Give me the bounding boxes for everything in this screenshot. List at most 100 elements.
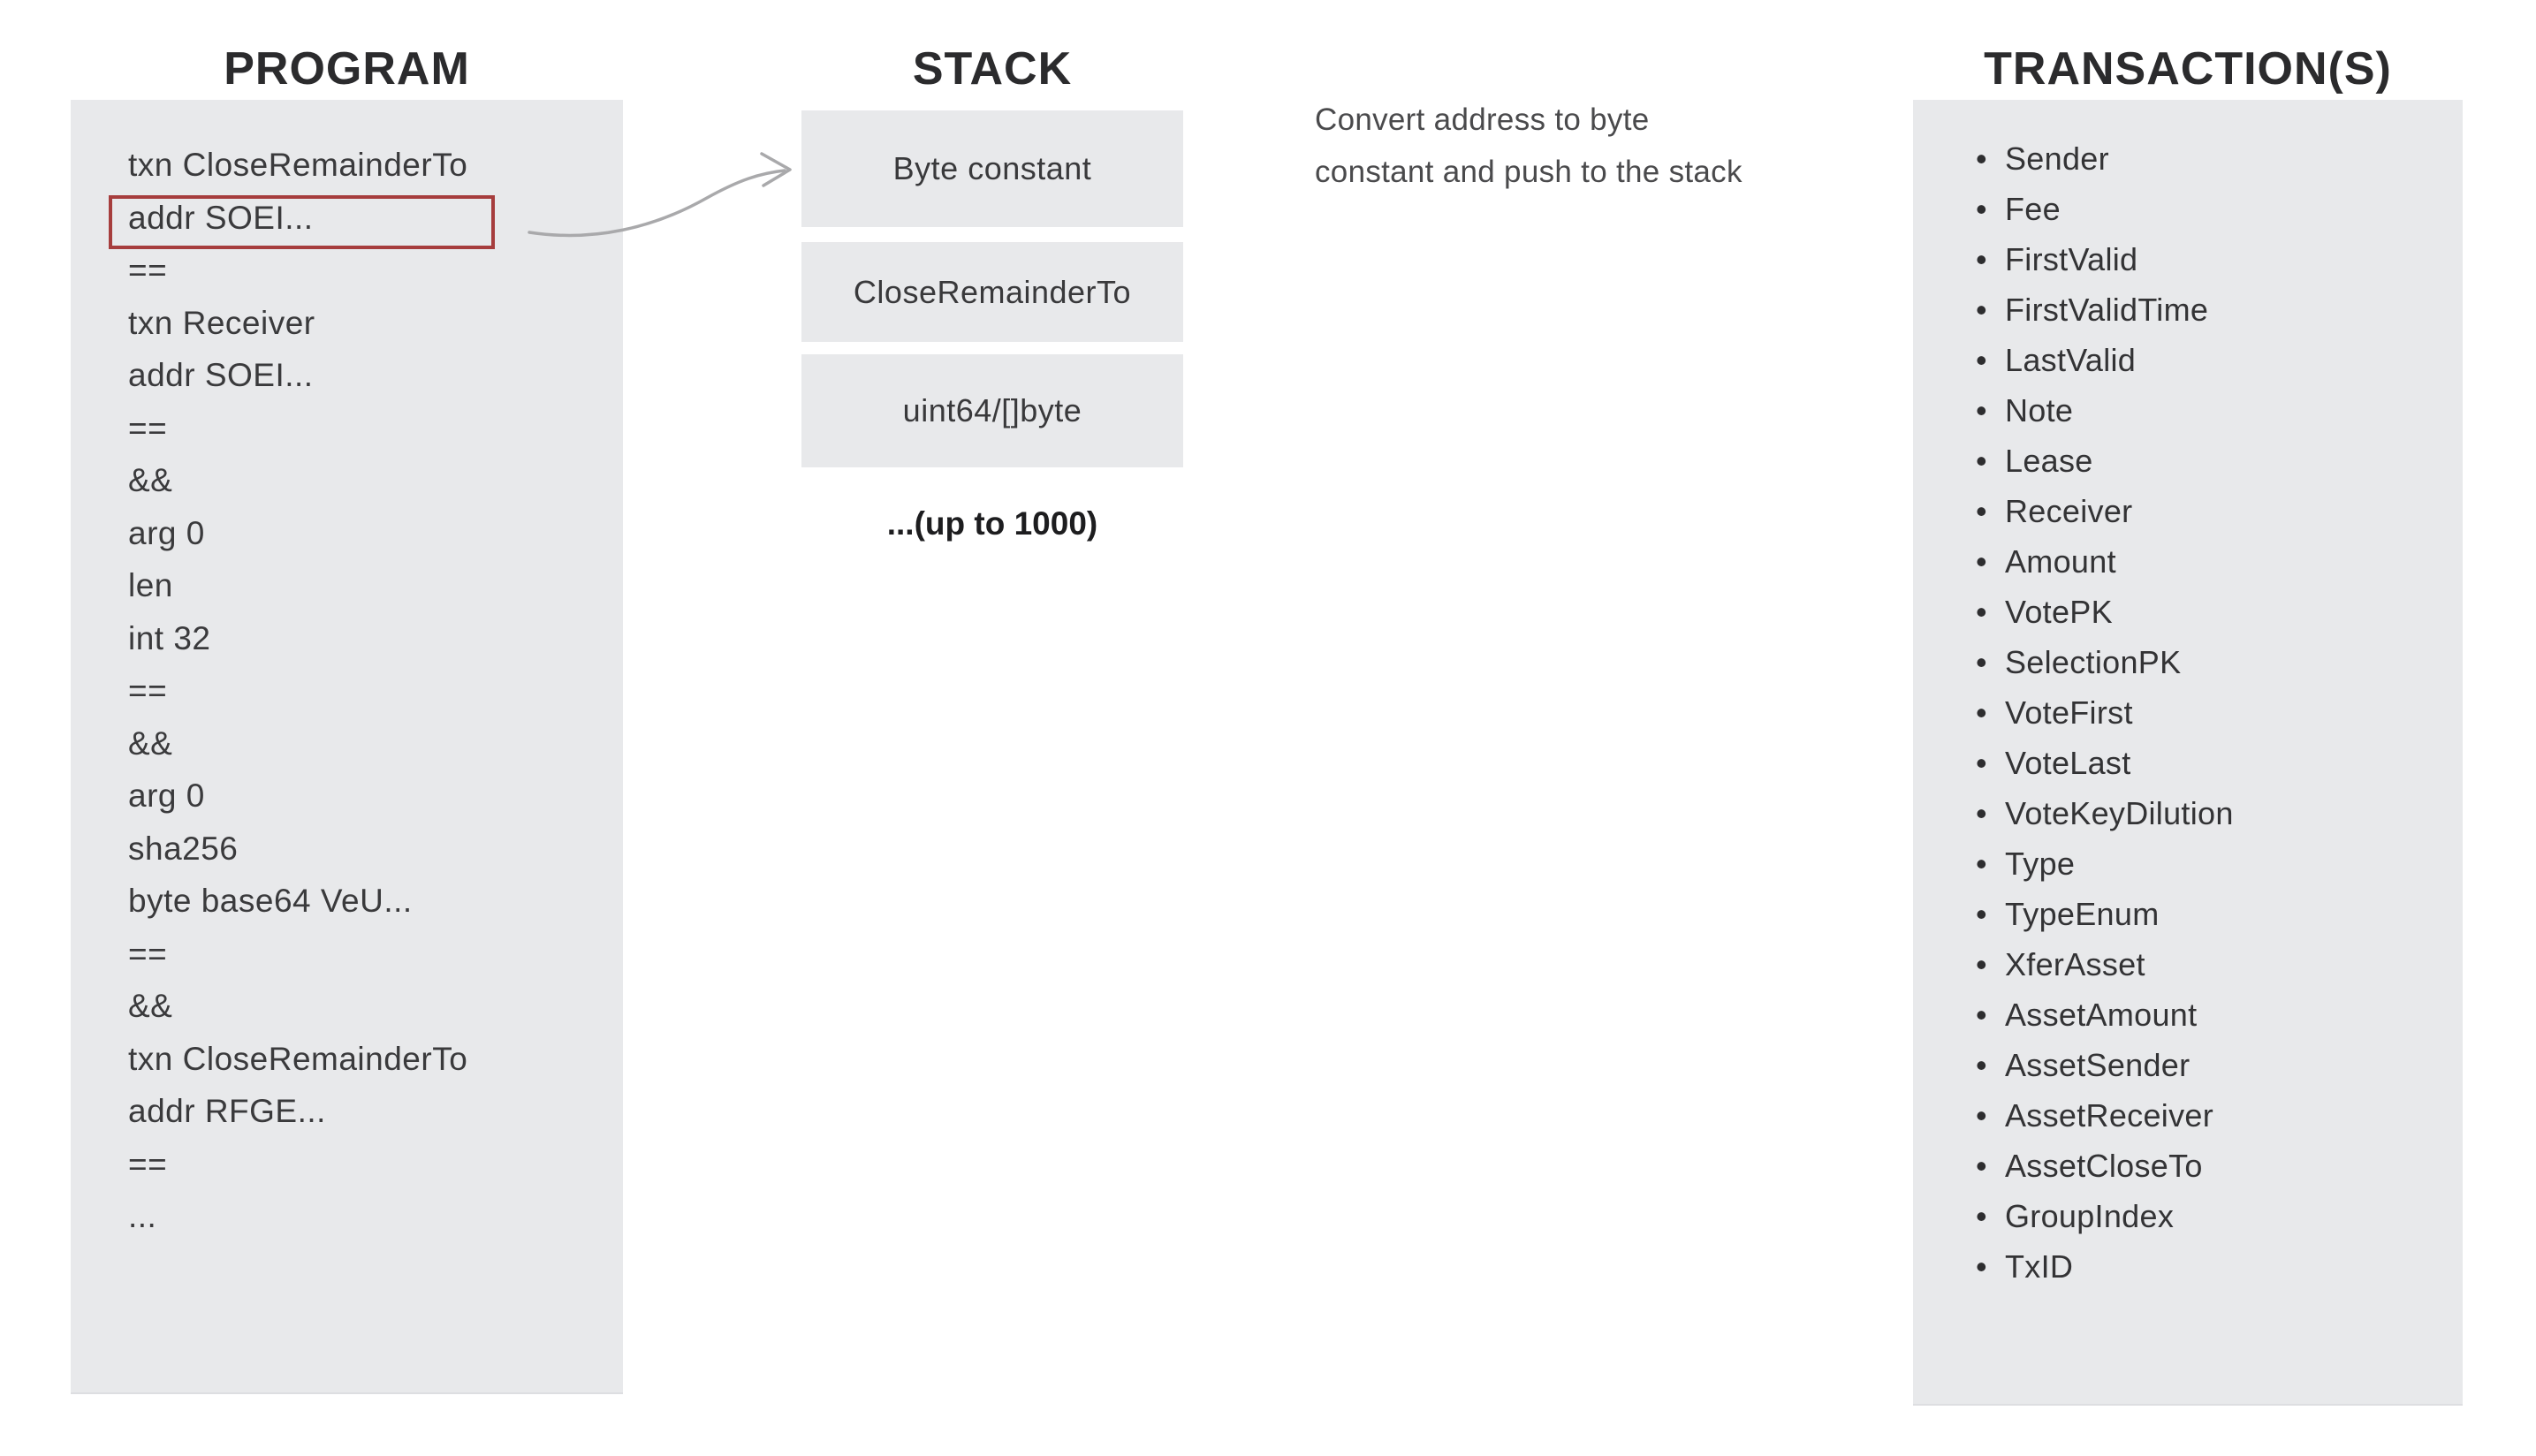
transaction-field-label: AssetAmount bbox=[2005, 997, 2198, 1033]
transaction-field-label: TxID bbox=[2005, 1248, 2074, 1285]
bullet-icon: • bbox=[1976, 745, 1987, 781]
program-line: && bbox=[128, 462, 173, 498]
transaction-field: • VoteFirst bbox=[1976, 687, 2234, 738]
transactions-title: TRANSACTION(S) bbox=[1984, 43, 2392, 95]
highlight-box bbox=[109, 195, 495, 249]
bullet-icon: • bbox=[1976, 241, 1987, 277]
transaction-field-label: VoteKeyDilution bbox=[2005, 795, 2234, 831]
bullet-icon: • bbox=[1976, 846, 1987, 882]
bullet-icon: • bbox=[1976, 543, 1987, 580]
transaction-field: • VoteLast bbox=[1976, 738, 2234, 788]
transaction-field: • AssetReceiver bbox=[1976, 1090, 2234, 1141]
program-line: byte base64 VeU... bbox=[128, 883, 413, 919]
transaction-field: • LastValid bbox=[1976, 335, 2234, 385]
program-title: PROGRAM bbox=[224, 43, 470, 95]
transaction-field: • AssetAmount bbox=[1976, 990, 2234, 1040]
stack-title: STACK bbox=[912, 43, 1073, 95]
annotation-line: Convert address to byte bbox=[1315, 102, 1650, 137]
program-line-list: txn CloseRemainderTo addr SOEI... == txn Re… bbox=[128, 139, 467, 1243]
transaction-field-label: Type bbox=[2005, 846, 2076, 882]
bullet-icon: • bbox=[1976, 594, 1987, 630]
transaction-field: • FirstValidTime bbox=[1976, 284, 2234, 335]
program-line: len bbox=[128, 567, 173, 603]
bullet-icon: • bbox=[1976, 694, 1987, 731]
transaction-field-label: TypeEnum bbox=[2005, 896, 2160, 932]
transaction-field-label: Sender bbox=[2005, 140, 2109, 177]
transaction-field: • FirstValid bbox=[1976, 234, 2234, 284]
transaction-field: • Lease bbox=[1976, 436, 2234, 486]
program-line: == bbox=[128, 935, 168, 972]
stack-more-label: ...(up to 1000) bbox=[886, 505, 1098, 542]
program-line: arg 0 bbox=[128, 514, 205, 551]
bullet-icon: • bbox=[1976, 443, 1987, 479]
transaction-field: • Amount bbox=[1976, 536, 2234, 587]
transaction-field: • TxID bbox=[1976, 1241, 2234, 1292]
transaction-field: • AssetCloseTo bbox=[1976, 1141, 2234, 1191]
transaction-field: • VoteKeyDilution bbox=[1976, 788, 2234, 838]
program-line: txn Receiver bbox=[128, 304, 315, 341]
transaction-field-label: Fee bbox=[2005, 191, 2061, 227]
bullet-icon: • bbox=[1976, 795, 1987, 831]
transaction-field-label: VoteFirst bbox=[2005, 694, 2133, 731]
transaction-field-label: LastValid bbox=[2005, 342, 2137, 378]
transaction-field: • SelectionPK bbox=[1976, 637, 2234, 687]
stack-box: Byte constant bbox=[801, 110, 1183, 227]
transaction-field-list: • Sender • Fee • FirstValid • FirstValid… bbox=[1976, 133, 2234, 1292]
bullet-icon: • bbox=[1976, 644, 1987, 680]
transaction-field-label: XferAsset bbox=[2005, 946, 2145, 982]
program-line: == bbox=[128, 1145, 168, 1182]
transaction-field: • XferAsset bbox=[1976, 939, 2234, 990]
program-line: arg 0 bbox=[128, 777, 205, 814]
program-line: addr SOEI... bbox=[128, 357, 314, 393]
stack-box: uint64/[]byte bbox=[801, 354, 1183, 467]
bullet-icon: • bbox=[1976, 392, 1987, 428]
transaction-field-label: Lease bbox=[2005, 443, 2093, 479]
transaction-field-label: FirstValidTime bbox=[2005, 292, 2209, 328]
bullet-icon: • bbox=[1976, 140, 1987, 177]
program-line: && bbox=[128, 988, 173, 1024]
transaction-field: • Note bbox=[1976, 385, 2234, 436]
transaction-field-label: AssetReceiver bbox=[2005, 1097, 2213, 1134]
bullet-icon: • bbox=[1976, 1148, 1987, 1184]
transaction-field: • Fee bbox=[1976, 184, 2234, 234]
program-line: ... bbox=[128, 1198, 157, 1234]
stack-box: CloseRemainderTo bbox=[801, 242, 1183, 342]
transaction-field: • AssetSender bbox=[1976, 1040, 2234, 1090]
program-line: == bbox=[128, 409, 168, 446]
program-line: addr SOEI... bbox=[128, 199, 314, 236]
bullet-icon: • bbox=[1976, 997, 1987, 1033]
program-line: addr RFGE... bbox=[128, 1093, 326, 1129]
program-line: && bbox=[128, 724, 173, 762]
transaction-field-label: VotePK bbox=[2005, 594, 2113, 630]
transaction-field-label: FirstValid bbox=[2005, 241, 2138, 277]
transaction-field-label: Receiver bbox=[2005, 493, 2133, 529]
transaction-field-label: Amount bbox=[2005, 543, 2116, 580]
program-line: == bbox=[128, 672, 168, 709]
transaction-field: • Receiver bbox=[1976, 486, 2234, 536]
bullet-icon: • bbox=[1976, 1097, 1987, 1134]
transaction-field-label: GroupIndex bbox=[2005, 1198, 2175, 1234]
program-panel: txn CloseRemainderTo addr SOEI... == txn Re… bbox=[71, 100, 623, 1394]
annotation-line: constant and push to the stack bbox=[1315, 155, 1743, 189]
transaction-field-label: VoteLast bbox=[2005, 745, 2131, 781]
bullet-icon: • bbox=[1976, 896, 1987, 932]
transaction-field-label: AssetCloseTo bbox=[2005, 1148, 2203, 1184]
program-line: txn CloseRemainderTo bbox=[128, 1040, 468, 1077]
transaction-field: • VotePK bbox=[1976, 587, 2234, 637]
bullet-icon: • bbox=[1976, 1047, 1987, 1083]
annotation-text: Convert address to byte constant and push… bbox=[1315, 94, 1743, 198]
bullet-icon: • bbox=[1976, 946, 1987, 982]
bullet-icon: • bbox=[1976, 342, 1987, 378]
bullet-icon: • bbox=[1976, 1198, 1987, 1234]
program-line: int 32 bbox=[128, 619, 211, 656]
bullet-icon: • bbox=[1976, 191, 1987, 227]
program-line: sha256 bbox=[128, 830, 239, 867]
transaction-field: • Sender bbox=[1976, 133, 2234, 184]
transaction-field-label: SelectionPK bbox=[2005, 644, 2182, 680]
program-line: == bbox=[128, 252, 168, 288]
transaction-field-label: Note bbox=[2005, 392, 2074, 428]
transaction-field: • GroupIndex bbox=[1976, 1191, 2234, 1241]
bullet-icon: • bbox=[1976, 1248, 1987, 1285]
